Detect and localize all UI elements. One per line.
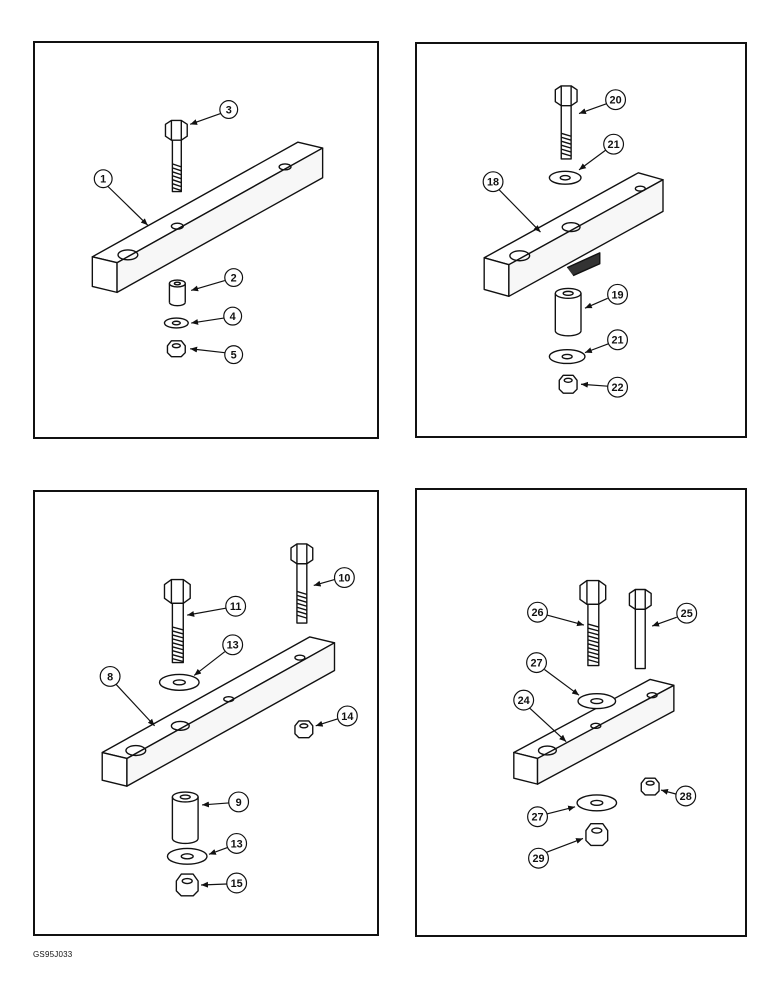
panel-top-left: 1 3 2 4 5 [33,41,379,439]
mounting-kit-diagram-1: 1 3 2 4 5 [91,100,324,365]
mounting-kit-diagram-3: 10 11 13 8 14 [99,543,358,897]
callout-9: 9 [202,791,250,813]
mounting-kit-diagram-4: 26 25 27 24 28 [513,579,698,869]
callout-13-top: 13 [193,634,244,676]
callout-13-bottom: 13 [208,832,248,855]
svg-text:27: 27 [531,812,543,824]
svg-text:24: 24 [518,695,530,707]
svg-text:2: 2 [231,273,237,285]
callout-26: 26 [527,601,585,627]
hex-bolt [290,543,314,624]
hex-nut [558,374,578,394]
mounting-bar [101,636,336,787]
svg-text:18: 18 [487,177,499,189]
callout-5: 5 [190,345,244,365]
panel-top-right: 20 21 18 19 21 [415,42,747,438]
hex-nut [166,340,186,358]
mounting-bar [91,141,324,294]
svg-text:20: 20 [610,95,622,107]
svg-text:3: 3 [226,104,232,116]
svg-text:13: 13 [231,838,243,850]
callout-21-top: 21 [578,133,625,171]
callout-28: 28 [660,785,697,807]
callout-15: 15 [201,872,248,894]
mounting-kit-diagram-2: 20 21 18 19 21 [482,85,664,398]
callout-3: 3 [189,100,239,125]
spacer-bushing [171,791,199,845]
callout-4: 4 [191,306,243,326]
callout-24: 24 [513,689,567,743]
hex-bolt [163,578,191,664]
figure-code: GS95J033 [33,950,73,959]
callout-18: 18 [482,171,541,233]
hex-bolt [579,579,607,667]
svg-text:10: 10 [338,573,350,585]
panel-bottom-left: 10 11 13 8 14 [33,490,379,936]
callout-1: 1 [93,169,149,226]
callout-11: 11 [187,595,247,617]
callout-20: 20 [578,89,627,115]
hex-nut [640,777,660,796]
callout-19: 19 [584,283,629,309]
flat-washer [166,847,208,865]
flat-washer [163,317,189,329]
svg-text:28: 28 [680,791,692,803]
svg-text:25: 25 [681,608,693,620]
svg-text:11: 11 [230,601,241,613]
svg-text:14: 14 [341,711,353,723]
callout-25: 25 [651,602,698,627]
hex-bolt [164,119,188,193]
hex-nut [175,873,199,897]
flat-washer [158,673,200,691]
callout-29: 29 [528,837,584,869]
svg-text:21: 21 [612,335,624,347]
panel-bottom-right: 26 25 27 24 28 [415,488,747,937]
callout-14: 14 [315,705,358,727]
callout-10: 10 [313,567,355,589]
flat-washer [577,693,617,710]
mounting-bar [513,678,675,785]
callout-8: 8 [99,665,156,727]
svg-text:19: 19 [612,289,624,301]
svg-text:9: 9 [236,797,242,809]
spacer-bushing [554,287,582,337]
callout-27-bottom: 27 [527,805,576,828]
callout-21-bottom: 21 [584,329,629,354]
callout-2: 2 [191,268,244,292]
svg-text:22: 22 [612,382,624,394]
hex-nut [585,822,609,847]
svg-text:13: 13 [227,640,239,652]
mounting-bar [483,172,664,298]
svg-text:27: 27 [530,658,542,670]
svg-text:26: 26 [531,607,543,619]
svg-text:8: 8 [107,671,113,683]
spacer-bushing [168,279,186,307]
svg-text:29: 29 [532,853,544,865]
svg-text:21: 21 [608,139,620,151]
flat-washer [548,170,582,185]
flat-washer [548,348,586,365]
hex-bolt [554,85,578,160]
svg-text:4: 4 [230,311,236,323]
callout-27-top: 27 [526,652,580,696]
hex-nut [294,720,314,739]
hex-bolt [628,588,652,670]
flat-washer [576,794,618,812]
svg-text:5: 5 [231,350,237,362]
svg-text:15: 15 [231,878,243,890]
svg-text:1: 1 [100,174,106,186]
callout-22: 22 [580,376,629,398]
